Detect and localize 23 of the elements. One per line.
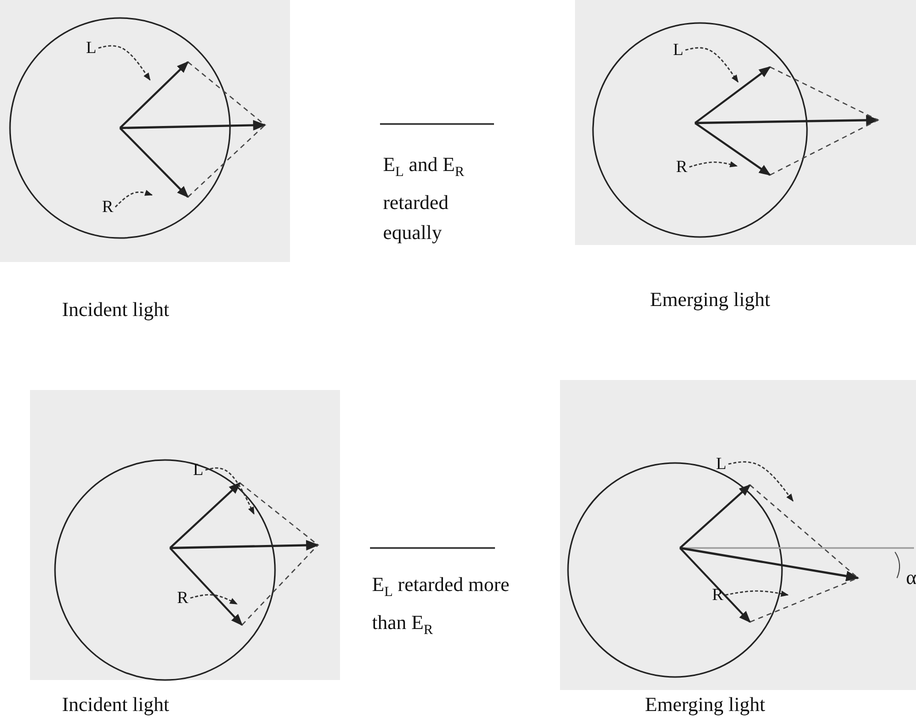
vector-label: R	[676, 157, 688, 177]
leader-arrow	[205, 467, 255, 515]
vector-label: L	[86, 38, 96, 58]
caption-text: Emerging light	[645, 693, 766, 718]
leader-arrow	[728, 461, 794, 502]
leader-arrow	[190, 594, 238, 605]
vector-label: L	[716, 454, 726, 474]
caption-text: E$_{L}$ retarded more than E$_{R}$	[372, 573, 510, 640]
leader-arrow	[114, 190, 153, 208]
caption-text: Emerging light	[650, 288, 772, 313]
vector-label: R	[712, 585, 724, 605]
vector-label: L	[193, 460, 204, 480]
caption-text: Incident light	[62, 693, 170, 718]
vector-label: L	[673, 40, 684, 60]
vector-label: R	[177, 588, 188, 608]
angle-label: α	[906, 566, 916, 591]
vector-label: R	[102, 197, 114, 217]
leader-arrow	[685, 47, 739, 83]
leader-arrow	[98, 45, 151, 81]
caption-text: E$_{L}$ and E$_{R}$ retarded equally	[383, 153, 466, 246]
leader-arrow	[725, 590, 789, 597]
caption-text: Incident light	[62, 298, 170, 323]
leader-arrow	[689, 161, 738, 168]
